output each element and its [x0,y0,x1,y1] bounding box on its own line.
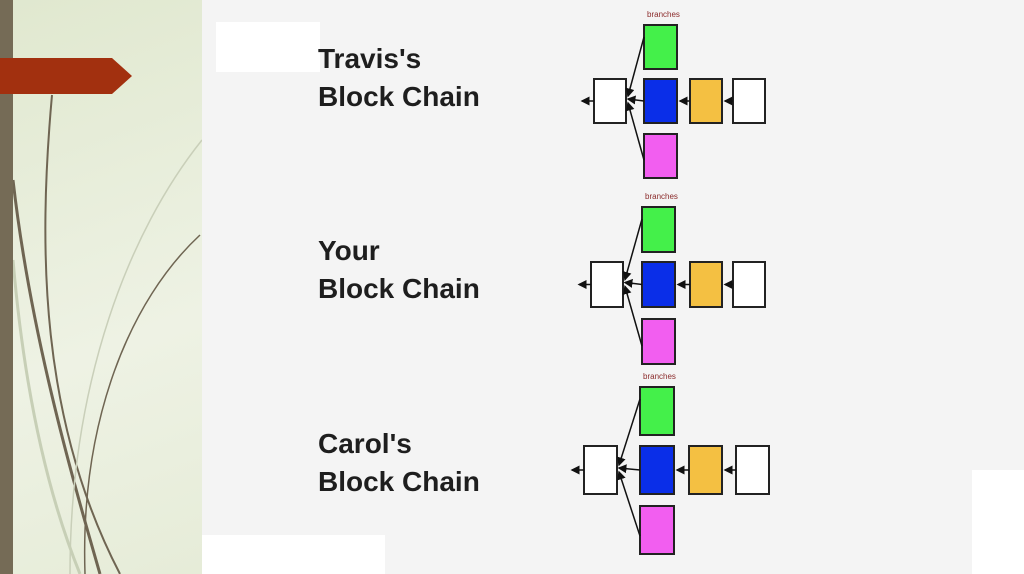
red-arrow-banner [0,58,132,94]
block-main-blue [643,78,678,124]
branches-label: branches [643,372,676,381]
arrow [623,278,643,288]
block-branch-pink [641,318,676,365]
carol-chain-title: Carol's Block Chain [318,425,480,501]
title-line: Carol's [318,428,412,459]
white-patch [216,22,320,72]
slide-decoration-panel [0,0,202,574]
block-branch-pink [639,505,675,555]
arrow [626,95,645,105]
your-chain-title: Your Block Chain [318,232,480,308]
block-main-blue [641,261,676,308]
block-yellow [689,78,723,124]
arrow [622,218,643,281]
block-previous [593,78,627,124]
block-yellow [688,445,723,495]
block-latest [735,445,770,495]
title-line: Block Chain [318,466,480,497]
left-accent-bar [0,0,13,574]
arrow [625,101,645,161]
title-line: Block Chain [318,81,480,112]
block-branch-green [643,24,678,70]
block-branch-green [641,206,676,253]
block-previous [590,261,624,308]
block-branch-pink [643,133,678,179]
title-line: Travis's [318,43,422,74]
branches-label: branches [645,192,678,201]
white-patch [202,535,385,574]
block-latest [732,261,766,308]
arrow [625,36,645,98]
arrow [616,398,641,467]
travis-chain-title: Travis's Block Chain [318,40,480,116]
title-line: Block Chain [318,273,480,304]
arrow [617,470,641,537]
arrow [617,464,641,474]
title-line: Your [318,235,380,266]
arrow [622,285,643,347]
block-branch-green [639,386,675,436]
block-latest [732,78,766,124]
decorative-curves [11,94,202,574]
branches-label: branches [647,10,680,19]
block-previous [583,445,618,495]
white-patch [972,470,1024,574]
block-yellow [689,261,723,308]
block-main-blue [639,445,675,495]
